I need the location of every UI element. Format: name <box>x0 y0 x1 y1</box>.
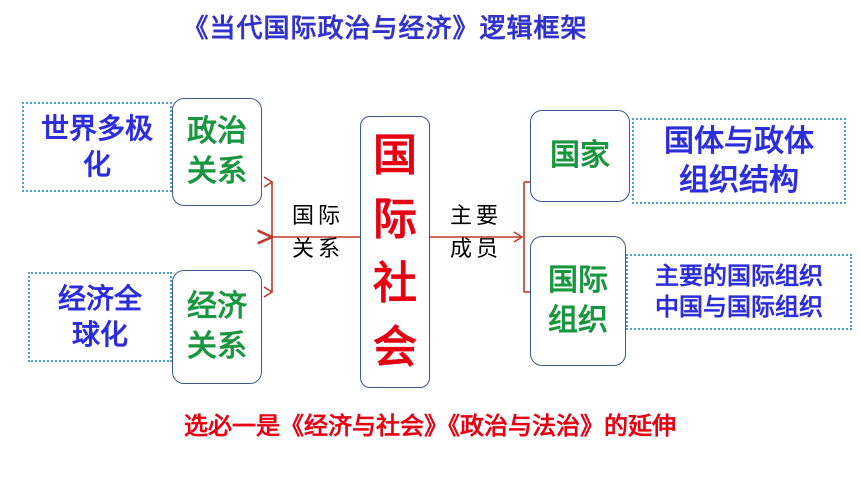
note-multipolar-line1: 世界多极 <box>40 111 153 145</box>
label-international-relations: 国际 关系 <box>280 200 356 266</box>
note-multipolar-line2: 化 <box>82 148 111 181</box>
note-org-line1: 主要的国际组织 <box>655 261 823 290</box>
center-char-2: 际 <box>373 194 417 246</box>
footer-note: 选必一是《经济与社会》《政治与法治》的延伸 <box>184 412 676 440</box>
left-arrow-top <box>263 176 274 188</box>
note-globalization: 经济全 球化 <box>28 272 172 362</box>
node-org-line1: 国际 <box>548 262 608 298</box>
center-char-3: 社 <box>373 258 417 309</box>
node-org-line2: 组织 <box>548 303 608 338</box>
center-char-1: 国 <box>373 130 417 182</box>
note-multipolar: 世界多极 化 <box>22 102 172 192</box>
note-globalization-line1: 经济全 <box>57 281 142 315</box>
node-international-organization: 国际 组织 <box>530 236 626 366</box>
note-org-line2: 中国与国际组织 <box>655 293 823 321</box>
left-arrow-bottom <box>263 286 274 298</box>
node-political-relations: 政治 关系 <box>172 98 262 206</box>
label-main-members: 主要 成员 <box>436 200 516 266</box>
note-state-system: 国体与政体 组织结构 <box>632 118 846 204</box>
center-char-4: 会 <box>373 321 417 373</box>
label-ir-line2: 关系 <box>291 237 344 262</box>
node-economic-line2: 关系 <box>187 329 247 364</box>
node-economic-line1: 经济 <box>187 288 247 324</box>
note-state-line2: 组织结构 <box>679 163 799 198</box>
note-international-organizations: 主要的国际组织 中国与国际组织 <box>626 254 852 330</box>
node-state-line1: 国家 <box>550 137 610 173</box>
label-mm-line2: 成员 <box>449 237 502 262</box>
node-political-line2: 关系 <box>187 154 247 189</box>
label-mm-line1: 主要 <box>449 204 502 229</box>
node-political-line1: 政治 <box>187 113 247 149</box>
note-state-line1: 国体与政体 <box>664 124 814 159</box>
node-economic-relations: 经济 关系 <box>172 270 262 384</box>
label-ir-line1: 国际 <box>291 204 344 229</box>
note-globalization-line2: 球化 <box>71 318 128 351</box>
node-international-society: 国 际 社 会 <box>360 116 430 388</box>
right-trunk-arrow <box>513 231 524 243</box>
node-state: 国家 <box>530 110 630 202</box>
page-title: 《当代国际政治与经济》逻辑框架 <box>182 14 588 44</box>
